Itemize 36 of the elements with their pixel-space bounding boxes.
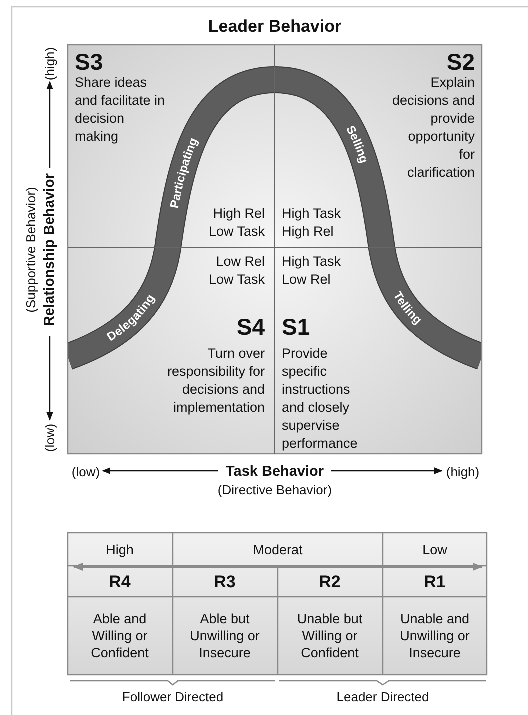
readiness-description: Unable but Willing or Confident (296, 610, 364, 662)
quadrant-text: Share ideas and facilitate in decision making (75, 74, 166, 146)
quadrant-text: Turn over responsibility for decisions and implementation (166, 345, 265, 417)
style-code: S2 (446, 50, 475, 74)
quadrant-text: Provide specific instructions and closely supervise performance (282, 345, 359, 453)
axis-label: (high) (42, 47, 58, 81)
quadrant-text: Low Rel Low Task (208, 253, 265, 289)
readiness-level: R2 (319, 574, 341, 590)
axis-label: (low) (42, 424, 58, 452)
brace-label: Follower Directed (122, 690, 224, 704)
readiness-level: R4 (109, 574, 131, 590)
column-header: High (106, 542, 134, 558)
readiness-description: Able and Willing or Confident (90, 610, 150, 662)
readiness-description: Unable and Unwilling or Insecure (399, 610, 471, 662)
quadrant-text: High Rel Low Task (208, 205, 265, 241)
quadrant-text: Explain decisions and provide opportunity for clarification (391, 74, 475, 182)
readiness-description: Able but Unwilling or Insecure (189, 610, 261, 662)
axis-label: Task Behavior (226, 464, 324, 480)
brace-label: Leader Directed (336, 690, 430, 704)
style-code: S3 (75, 50, 104, 74)
quadrant-text: High Task Low Rel (282, 253, 342, 289)
quadrant-text: High Task High Rel (282, 205, 342, 241)
column-header: Low (422, 542, 448, 558)
diagram-title: Leader Behavior (208, 17, 342, 37)
column-header: Moderat (253, 542, 303, 558)
axis-label: Relationship Behavior (42, 173, 58, 327)
readiness-level: R1 (424, 574, 446, 590)
axis-label: (high) (446, 464, 480, 480)
quadrant (275, 248, 482, 454)
style-code: S1 (282, 315, 312, 339)
axis-label: (low) (72, 464, 100, 480)
readiness-level: R3 (214, 574, 236, 590)
quadrant (68, 248, 275, 454)
axis-label: (Supportive Behavior) (24, 187, 38, 313)
style-code: S4 (236, 315, 265, 339)
axis-label: (Directive Behavior) (218, 482, 332, 498)
